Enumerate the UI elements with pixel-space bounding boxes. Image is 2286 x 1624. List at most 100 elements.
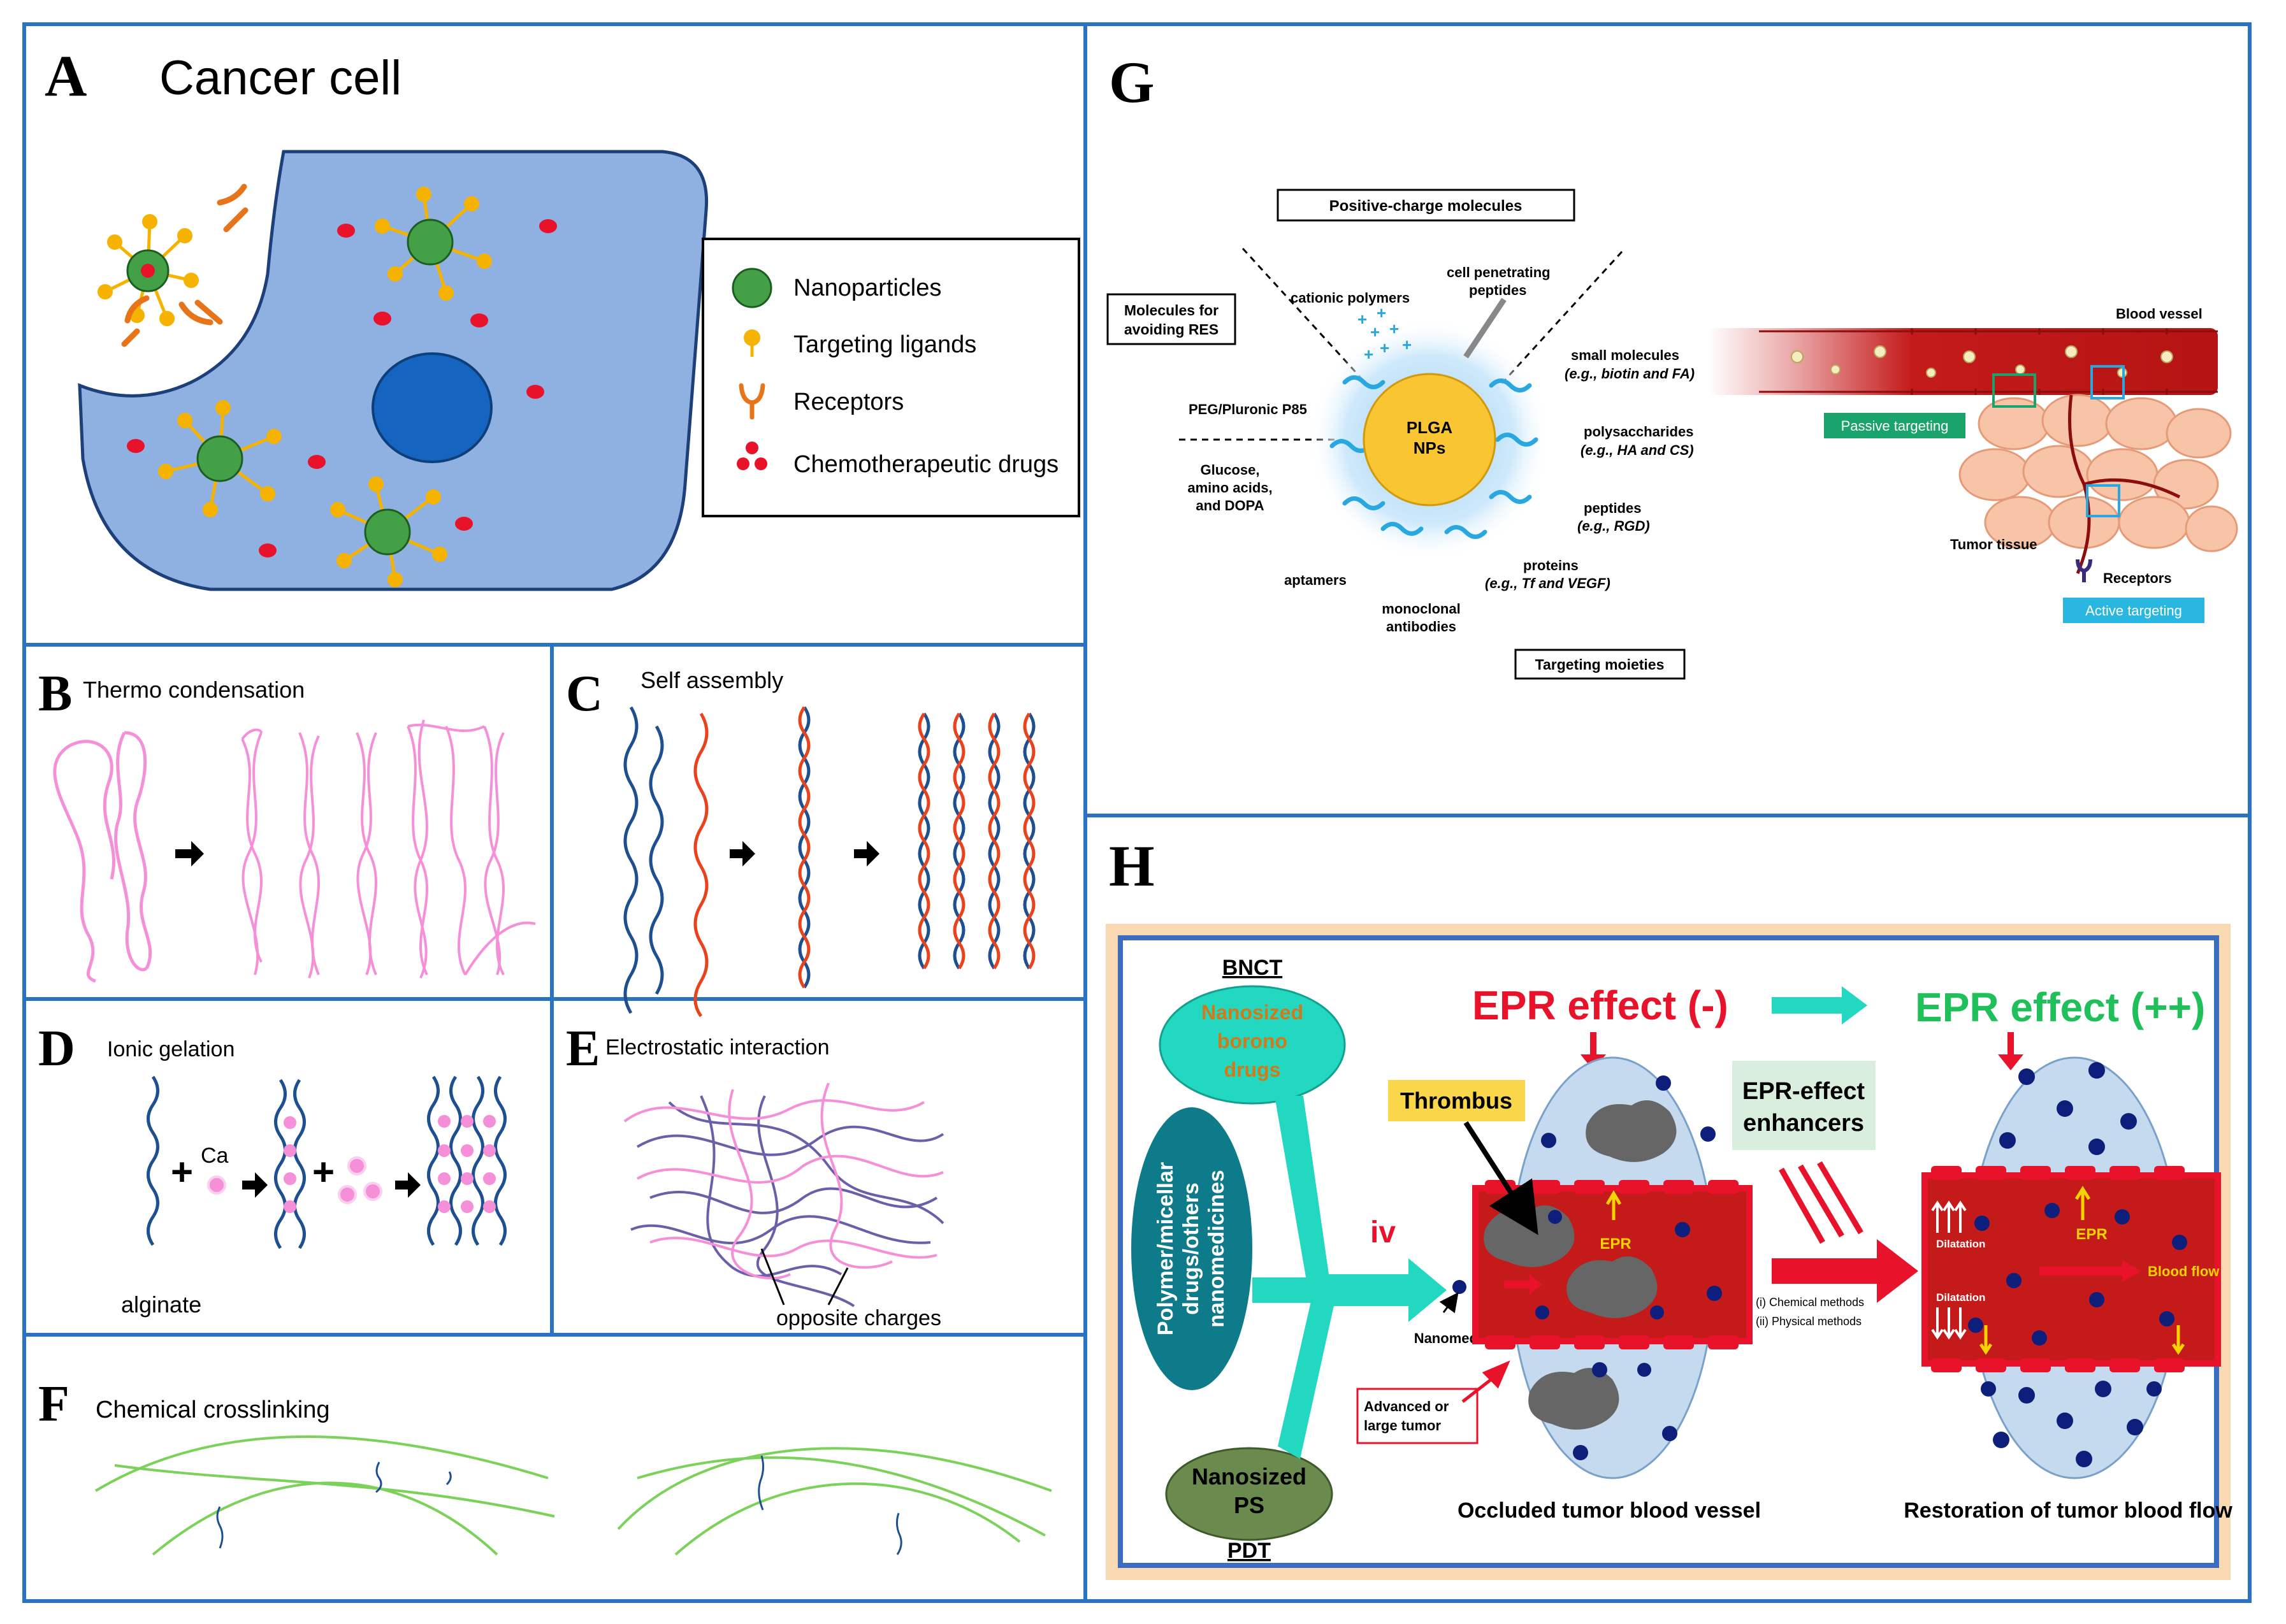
legend-drugs: Chemotherapeutic drugs bbox=[793, 451, 1059, 478]
iv-label: iv bbox=[1370, 1216, 1396, 1249]
passive-highlight bbox=[1992, 373, 2036, 408]
active-highlight-1 bbox=[2090, 365, 2125, 399]
cell-nucleus bbox=[372, 352, 493, 463]
thrombus-pointer bbox=[1463, 1121, 1538, 1235]
svg-text:peptides: peptides bbox=[1469, 282, 1526, 298]
svg-text:(e.g., biotin and FA): (e.g., biotin and FA) bbox=[1565, 366, 1695, 382]
blood-flow-label: Blood flow bbox=[2148, 1263, 2220, 1279]
svg-text:amino acids,: amino acids, bbox=[1187, 480, 1272, 496]
thrombus-label: Thrombus bbox=[1400, 1088, 1512, 1114]
panel-d-title: Ionic gelation bbox=[107, 1037, 235, 1061]
svg-text:drugs: drugs bbox=[1224, 1058, 1281, 1081]
charges-pointer-2 bbox=[827, 1267, 849, 1305]
polymer-drugs-ellipse bbox=[1131, 1107, 1252, 1390]
svg-text:Nanosized: Nanosized bbox=[1201, 1001, 1303, 1024]
charges-pointer-1 bbox=[760, 1248, 785, 1305]
ca-label: Ca bbox=[201, 1144, 229, 1168]
ps-label-2: PS bbox=[1234, 1492, 1264, 1518]
svg-text:(e.g., RGD): (e.g., RGD) bbox=[1577, 518, 1650, 534]
legend-drug-swatch bbox=[737, 442, 767, 470]
svg-text:+: + bbox=[1389, 319, 1399, 338]
extravasation-arrow-1 bbox=[1979, 1325, 1993, 1355]
avoid-res-box bbox=[1106, 293, 1236, 345]
pdt-label: PDT bbox=[1227, 1539, 1271, 1563]
panel-a-title: Cancer cell bbox=[159, 51, 401, 105]
panel-f-title: Chemical crosslinking bbox=[96, 1397, 329, 1423]
panel-c: C Self assembly bbox=[566, 666, 1036, 1017]
dilatation-arrows-down bbox=[1931, 1307, 1967, 1340]
svg-text:polysaccharides: polysaccharides bbox=[1584, 424, 1693, 440]
svg-text:(e.g., Tf and VEGF): (e.g., Tf and VEGF) bbox=[1485, 575, 1610, 591]
tumor-tissue-label: Tumor tissue bbox=[1950, 536, 2037, 552]
chains-right bbox=[617, 1447, 1052, 1556]
arrow-d2 bbox=[395, 1172, 421, 1198]
chains-left bbox=[94, 1435, 555, 1556]
receptors-label: Receptors bbox=[2103, 570, 2172, 586]
bnct-label: BNCT bbox=[1222, 956, 1283, 980]
svg-text:drugs/others: drugs/others bbox=[1179, 1182, 1203, 1315]
panel-g: G Positive-charge molecules Molecules fo… bbox=[1106, 50, 2238, 680]
gel-network bbox=[427, 1075, 507, 1246]
svg-text:(e.g., HA and CS): (e.g., HA and CS) bbox=[1581, 442, 1694, 458]
arrow-c1 bbox=[730, 841, 755, 866]
passive-targeting-label: Passive targeting bbox=[1841, 418, 1949, 434]
active-targeting-label: Active targeting bbox=[2085, 603, 2182, 619]
nanomedicine-dot bbox=[1452, 1280, 1466, 1294]
svg-text:small molecules: small molecules bbox=[1571, 347, 1679, 363]
legend-ligand-swatch bbox=[744, 329, 760, 357]
positive-charge-label: Positive-charge molecules bbox=[1329, 198, 1523, 215]
svg-text:+: + bbox=[1380, 338, 1389, 357]
avoid-res-line2: avoiding RES bbox=[1124, 321, 1219, 338]
occluded-nanoparticles bbox=[1535, 1075, 1722, 1460]
capillary-branch-2 bbox=[2083, 478, 2181, 499]
epr-restored-arrow bbox=[2074, 1186, 2091, 1220]
nanomedicine-pointer bbox=[1439, 1292, 1459, 1314]
svg-text:+: + bbox=[1357, 310, 1367, 329]
svg-text:cationic polymers: cationic polymers bbox=[1291, 290, 1410, 306]
panel-b: B Thermo condensation bbox=[38, 666, 536, 983]
alginate-strand bbox=[147, 1075, 159, 1246]
pink-chains-single bbox=[53, 731, 152, 983]
panel-frames bbox=[22, 22, 2252, 1603]
legend-nanoparticles: Nanoparticles bbox=[793, 275, 941, 301]
svg-text:Polymer/micellar: Polymer/micellar bbox=[1154, 1162, 1178, 1335]
receptor-icon bbox=[2076, 559, 2092, 582]
svg-text:peptides: peptides bbox=[1584, 500, 1641, 516]
cationic-plus-signs: +++ +++ + bbox=[1357, 303, 1412, 364]
panel-h: H BNCT Nanosized borono drugs Polymer/mi… bbox=[1106, 833, 2232, 1580]
panel-e: E Electrostatic interaction opposite cha… bbox=[566, 1021, 944, 1330]
epr-minus-title: EPR effect (-) bbox=[1472, 982, 1728, 1028]
charges-label: opposite charges bbox=[776, 1306, 941, 1330]
positive-charge-box bbox=[1277, 189, 1575, 222]
drug-dots bbox=[127, 219, 557, 557]
plga-label-1: PLGA bbox=[1407, 418, 1452, 437]
svg-text:antibodies: antibodies bbox=[1386, 619, 1456, 635]
plga-label-2: NPs bbox=[1414, 438, 1446, 457]
legend-receptors: Receptors bbox=[793, 389, 904, 415]
convergence-arrows bbox=[1252, 1096, 1447, 1459]
dilatation-label-2: Dilatation bbox=[1936, 1291, 1985, 1304]
advanced-tumor-box bbox=[1356, 1388, 1479, 1444]
restored-wall-cells bbox=[1931, 1166, 2185, 1372]
ca-ions-group bbox=[338, 1156, 382, 1204]
panel-letter-e: E bbox=[566, 1021, 600, 1077]
arrow-b bbox=[175, 841, 204, 866]
legend-receptor-swatch bbox=[739, 383, 765, 420]
panel-letter-f: F bbox=[38, 1376, 69, 1432]
avoid-res-line1: Molecules for bbox=[1124, 302, 1219, 319]
epr-plus-title: EPR effect (++) bbox=[1915, 984, 2205, 1030]
epr-restored-label: EPR bbox=[2076, 1226, 2107, 1243]
active-highlight-2 bbox=[2086, 484, 2120, 517]
pink-chains-bundle bbox=[241, 719, 536, 979]
panel-g-labels: cationic polymers cell penetrating pepti… bbox=[1187, 264, 1695, 635]
membrane-receptors bbox=[121, 183, 249, 347]
panel-d: D Ionic gelation + Ca + bbox=[38, 1021, 507, 1318]
restoration-caption: Restoration of tumor blood flow bbox=[1904, 1498, 2232, 1523]
svg-text:Glucose,: Glucose, bbox=[1201, 462, 1260, 478]
advanced-tumor-line1: Advanced or bbox=[1364, 1398, 1449, 1414]
panel-f: F Chemical crosslinking bbox=[38, 1376, 1052, 1556]
enhancers-line1: EPR-effect bbox=[1742, 1078, 1865, 1105]
epr-yellow-arrow bbox=[1605, 1190, 1622, 1220]
svg-text:aptamers: aptamers bbox=[1284, 572, 1347, 588]
blood-flow-arrow bbox=[2039, 1260, 2141, 1282]
